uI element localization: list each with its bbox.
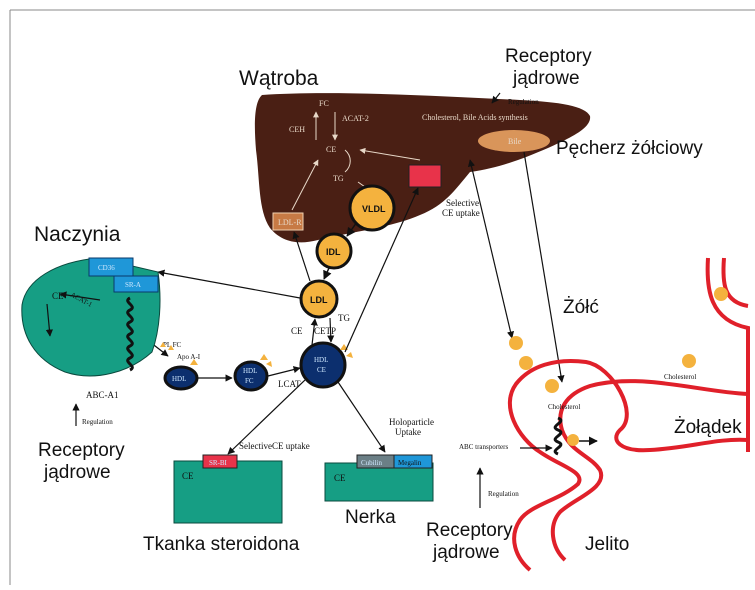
liver-ceh-label: CEH [289, 125, 305, 134]
ce-flow-label: CE [291, 326, 303, 336]
kidney-ce-label: CE [334, 473, 346, 483]
regulation-left-label: Regulation [82, 418, 113, 426]
liver-fc-label: FC [319, 99, 329, 108]
gallbladder-to-intestine-arrow [524, 152, 562, 382]
selective-uptake-2: CE uptake [442, 208, 480, 218]
selective-uptake-1: Selective [446, 198, 479, 208]
cubilin-label: Cubilin [361, 459, 383, 467]
hdl-fc-label-2: FC [245, 377, 254, 385]
nuclear-receptors-top-line2: jądrowe [512, 68, 580, 89]
abca1-label: ABC-A1 [86, 390, 119, 400]
nuclear-receptors-left-line2: jądrowe [43, 462, 111, 483]
nuclear-receptors-bottom-line2: jądrowe [432, 542, 500, 563]
hdl-to-kidney-arrow [338, 382, 385, 452]
idl-label: IDL [326, 247, 341, 257]
gallbladder-bile-label: Bile [508, 137, 522, 146]
kidney-title: Nerka [345, 507, 396, 528]
vessel-receptor-label-1: CD36 [98, 264, 115, 272]
stomach-inner-wall [723, 258, 748, 306]
hdlfc-to-hdlce-arrow [268, 368, 300, 376]
nuclear-receptors-bottom-line1: Receptory [426, 520, 513, 541]
hdl-ce-label-2: CE [317, 366, 326, 374]
liver-ce-label: CE [326, 145, 336, 154]
bile-droplet-3 [545, 379, 559, 393]
intestine-upper-wall [553, 381, 748, 560]
liver-acat2-label: ACAT-2 [342, 114, 369, 123]
ldl-receptor-label: LDL-R [278, 218, 302, 227]
cetp-label: CETP [314, 326, 336, 336]
apoa1-label: Apo A-I [177, 353, 201, 361]
steroid-tissue-title: Tkanka steroidona [143, 534, 300, 555]
vessel-receptor-label-2: SR-A [125, 281, 141, 289]
abc-transporter-coil [555, 418, 561, 454]
liver-title: Wątroba [239, 67, 319, 90]
intestine-title: Jelito [585, 534, 629, 555]
selective-ce-uptake-label: SelectiveCE uptake [239, 441, 310, 451]
synthesis-label: Cholesterol, Bile Acids synthesis [422, 113, 528, 122]
holoparticle-label-2: Uptake [395, 427, 421, 437]
abc-transporters-label: ABC transporters [459, 443, 508, 451]
stomach-title: Żołądek [674, 417, 742, 438]
stomach-cholesterol-droplet-1 [714, 287, 728, 301]
liver-regulation-label: Regulation [508, 98, 539, 106]
nuclear-receptors-top-line1: Receptory [505, 46, 592, 67]
liver-tg-label: TG [333, 174, 344, 183]
intestine-droplet [567, 434, 579, 446]
steroid-ce-label: CE [182, 471, 194, 481]
hdl-ce-particle [301, 343, 345, 387]
vldl-label: VLDL [362, 204, 386, 214]
gallbladder-title: Pęcherz żółciowy [556, 138, 703, 159]
hdl-fc-label-1: HDL [243, 367, 257, 375]
nuclear-receptors-left-line1: Receptory [38, 440, 125, 461]
liver-gut-bidirectional-arrow [470, 160, 512, 338]
steroid-srbi-label: SR-BI [209, 459, 228, 467]
bile-droplet-1 [509, 336, 523, 350]
bile-droplet-2 [519, 356, 533, 370]
megalin-label: Megalin [398, 459, 422, 467]
bile-title: Żółć [563, 297, 599, 318]
vessel-ce-label: CE [52, 291, 64, 301]
idl-to-ldl-arrow [324, 268, 329, 279]
stomach-cholesterol-droplet-2 [682, 354, 696, 368]
nascent-hdl-label: HDL [172, 375, 186, 383]
tg-flow-label: TG [338, 313, 350, 323]
regulation-bottom-label: Regulation [488, 490, 519, 498]
vessels-title: Naczynia [34, 223, 121, 246]
ldl-label: LDL [310, 295, 328, 305]
hdl-ce-label-1: HDL [314, 356, 328, 364]
holoparticle-label-1: Holoparticle [389, 417, 434, 427]
intestine-cholesterol-label: Cholesterol [548, 403, 580, 411]
ldl-to-vessel-arrow [158, 272, 300, 298]
srbi-liver-box [409, 165, 441, 187]
stomach-cholesterol-label: Cholesterol [664, 373, 696, 381]
